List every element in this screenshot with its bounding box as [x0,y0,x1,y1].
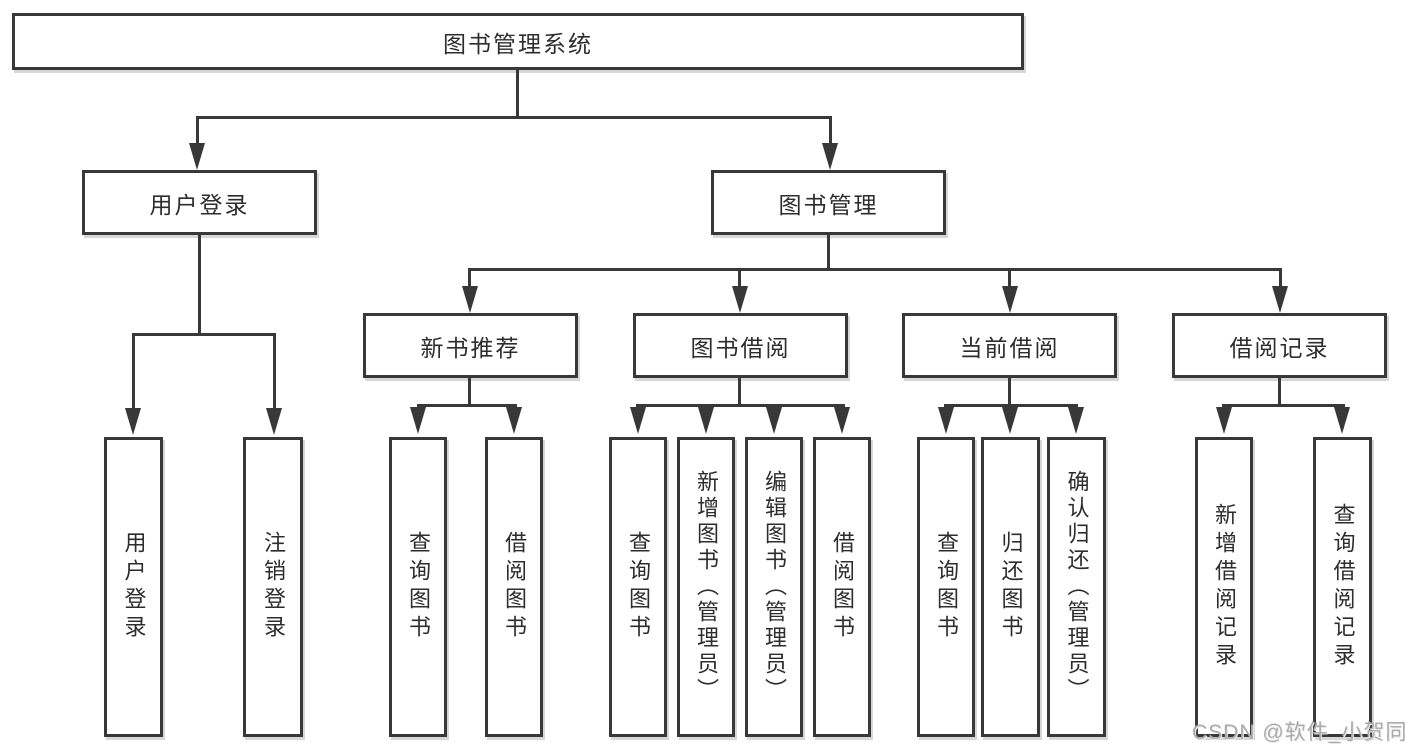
arrow-down-icon [834,407,850,434]
leaf-query-books-recommend: 查询图书 [389,437,447,737]
connector-line [1222,404,1345,407]
arrow-down-icon [1068,407,1084,434]
connector-line [417,404,517,407]
watermark: CSDN @软件_小贺同学 [1192,721,1405,744]
leaf-borrow-books-recommend-label: 借阅图书 [502,531,527,643]
connector-line [468,268,1282,271]
arrow-down-icon [630,407,646,434]
leaf-user-login-label: 用户登录 [121,531,147,643]
arrow-down-icon [1002,407,1018,434]
node-root-label: 图书管理系统 [443,30,593,57]
node-new-book-recommendation-label: 新书推荐 [420,334,521,361]
arrow-down-icon [189,143,205,170]
leaf-borrow-books: 借阅图书 [813,437,871,737]
arrow-down-icon [1334,407,1350,434]
leaf-query-books-current-label: 查询图书 [934,531,959,643]
arrow-down-icon [1272,286,1288,313]
connector-line [198,233,201,336]
arrow-down-icon [732,286,748,313]
node-new-book-recommendation: 新书推荐 [363,313,578,378]
leaf-edit-books-admin: 编辑图书（管理员） [745,437,803,737]
node-borrowing-records-label: 借阅记录 [1229,334,1330,361]
connector-line [196,116,199,146]
connector-line [636,404,845,407]
arrow-down-icon [938,407,954,434]
leaf-query-books-borrow: 查询图书 [609,437,667,737]
leaf-add-borrow-record-label: 新增借阅记录 [1212,503,1237,671]
arrow-down-icon [462,286,478,313]
arrow-down-icon [698,407,714,434]
leaf-user-login: 用户登录 [104,437,163,737]
leaf-query-books-recommend-label: 查询图书 [406,531,431,643]
arrow-down-icon [266,408,282,435]
leaf-query-borrow-record: 查询借阅记录 [1313,437,1372,737]
connector-line [132,333,276,336]
connector-line [1279,268,1282,288]
node-borrowing-records: 借阅记录 [1172,313,1387,378]
leaf-confirm-return-admin: 确认归还（管理员） [1047,437,1106,737]
leaf-add-borrow-record: 新增借阅记录 [1195,437,1253,737]
arrow-down-icon [1216,407,1232,434]
connector-line [516,69,519,119]
arrow-down-icon [822,143,838,170]
connector-line [827,233,830,271]
node-user-login: 用户登录 [82,170,317,235]
connector-line [1008,268,1011,288]
node-book-management-label: 图书管理 [778,191,879,218]
node-book-borrowing-label: 图书借阅 [690,334,791,361]
leaf-confirm-return-admin-label: 确认归还（管理员） [1064,470,1090,704]
connector-line [1278,376,1281,407]
leaf-logout: 注销登录 [243,437,303,737]
leaf-edit-books-admin-label: 编辑图书（管理员） [762,470,787,704]
connector-line [468,376,471,407]
leaf-add-books-admin-label: 新增图书（管理员） [694,470,719,704]
arrow-down-icon [410,407,426,434]
leaf-return-books-label: 归还图书 [998,531,1024,643]
connector-line [829,116,832,146]
connector-line [132,333,135,410]
connector-line [468,268,471,288]
arrow-down-icon [125,408,141,435]
leaf-logout-label: 注销登录 [261,531,286,643]
leaf-return-books: 归还图书 [981,437,1040,737]
leaf-query-books-current: 查询图书 [917,437,975,737]
connector-line [196,116,832,119]
arrow-down-icon [506,407,522,434]
node-user-login-label: 用户登录 [149,191,250,218]
leaf-borrow-books-recommend: 借阅图书 [485,437,543,737]
connector-line [944,404,1078,407]
node-book-management: 图书管理 [711,170,946,235]
leaf-query-books-borrow-label: 查询图书 [626,531,651,643]
connector-line [738,376,741,407]
arrow-down-icon [766,407,782,434]
leaf-query-borrow-record-label: 查询借阅记录 [1330,503,1356,671]
connector-line [1008,376,1011,407]
leaf-borrow-books-label: 借阅图书 [830,531,855,643]
arrow-down-icon [1002,286,1018,313]
node-current-borrowing: 当前借阅 [902,313,1117,378]
node-current-borrowing-label: 当前借阅 [959,334,1060,361]
leaf-add-books-admin: 新增图书（管理员） [677,437,735,737]
node-book-borrowing: 图书借阅 [633,313,848,378]
node-root: 图书管理系统 [12,13,1024,70]
connector-line [273,333,276,410]
connector-line [738,268,741,288]
